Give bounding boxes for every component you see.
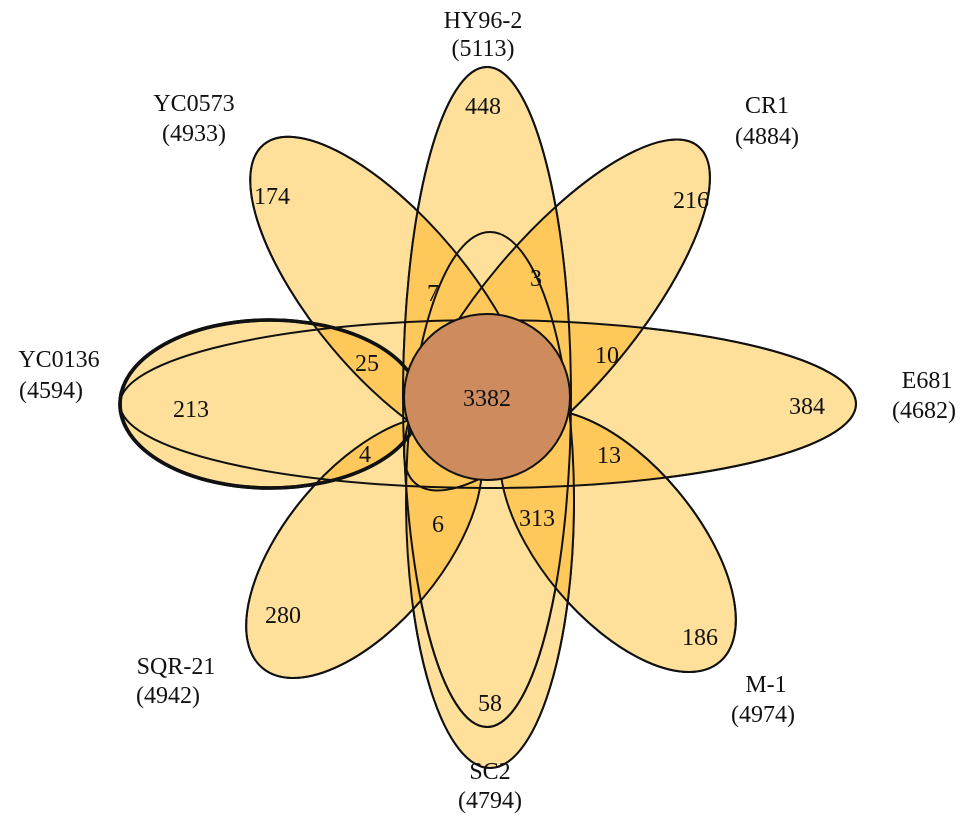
overlap-count-sqr21-yc0136: 4 (359, 442, 371, 468)
strain-total-yc0573: (4933) (162, 121, 226, 147)
strain-name-yc0573: YC0573 (153, 91, 234, 117)
strain-name-m1: M-1 (745, 672, 786, 698)
unique-count-cr1: 216 (673, 188, 709, 214)
unique-count-hy96-2: 448 (465, 94, 501, 120)
overlap-count-m1-sc2: 313 (519, 506, 555, 532)
strain-total-sqr21: (4942) (136, 683, 200, 709)
strain-name-hy96-2: HY96-2 (444, 8, 523, 34)
strain-name-sqr21: SQR-21 (137, 654, 216, 680)
strain-total-sc2: (4794) (458, 788, 522, 814)
unique-count-m1: 186 (682, 625, 718, 651)
overlap-count-hy96-2-cr1: 3 (530, 266, 542, 292)
strain-total-yc0136: (4594) (19, 378, 83, 404)
core-circle (403, 313, 571, 481)
strain-total-e681: (4682) (892, 398, 956, 424)
strain-name-cr1: CR1 (745, 93, 789, 119)
overlap-count-cr1-e681: 10 (595, 343, 619, 369)
overlap-sc2-sqr21 (406, 415, 482, 679)
strain-total-hy96-2: (5113) (451, 36, 514, 62)
strain-name-e681: E681 (902, 368, 953, 394)
unique-count-yc0136: 213 (173, 397, 209, 423)
overlap-count-e681-m1: 13 (597, 443, 621, 469)
overlap-count-yc0136-yc0573: 25 (355, 351, 379, 377)
strain-name-yc0136: YC0136 (18, 347, 99, 373)
strain-total-m1: (4974) (731, 702, 795, 728)
unique-count-e681: 384 (789, 394, 825, 420)
core-count: 3382 (463, 386, 511, 412)
overlap-count-sc2-sqr21: 6 (432, 512, 444, 538)
unique-count-sc2: 58 (478, 691, 502, 717)
strain-name-sc2: SC2 (469, 759, 510, 785)
strain-total-cr1: (4884) (735, 124, 799, 150)
unique-count-sqr21: 280 (265, 603, 301, 629)
overlap-count-yc0573-hy96-2: 7 (427, 281, 439, 307)
unique-count-yc0573: 174 (254, 184, 290, 210)
